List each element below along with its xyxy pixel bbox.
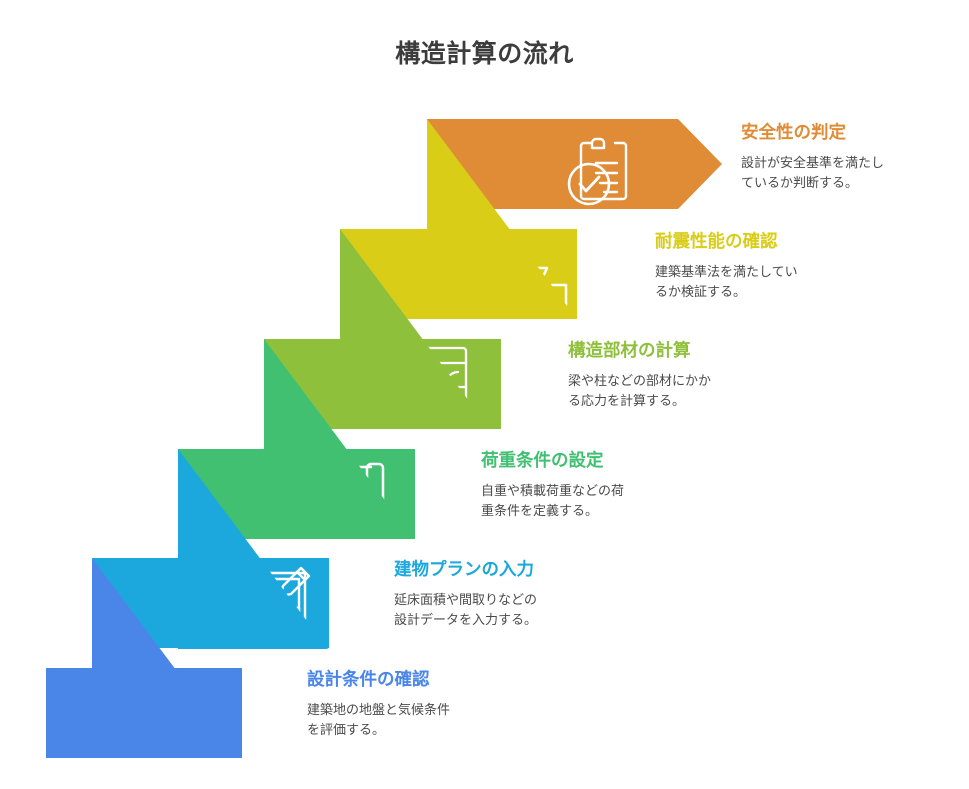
step-description-2: 延床面積や間取りなどの 設計データを入力する。 bbox=[394, 590, 644, 630]
step-heading-6: 安全性の判定 bbox=[741, 122, 846, 142]
step-description-6: 設計が安全基準を満たし ているか判断する。 bbox=[741, 153, 969, 193]
step-shape-2[interactable] bbox=[92, 558, 329, 758]
step-shape-5[interactable] bbox=[340, 229, 577, 429]
step-description-1-line1: 建築地の地盤と気候条件 bbox=[307, 701, 451, 717]
step-description-2-line2: 設計データを入力する。 bbox=[394, 611, 538, 627]
step-description-4: 梁や柱などの部材にかか る応力を計算する。 bbox=[568, 371, 818, 411]
step-heading-1: 設計条件の確認 bbox=[307, 669, 430, 689]
engineer-document-icon bbox=[316, 462, 385, 520]
step-description-5: 建築基準法を満たしてい るか検証する。 bbox=[655, 262, 905, 302]
step-description-3-line2: 重条件を定義する。 bbox=[481, 502, 599, 518]
step-description-4-line1: 梁や柱などの部材にかか bbox=[568, 372, 712, 388]
step-text-6: 安全性の判定 設計が安全基準を満たし ているか判断する。 bbox=[741, 122, 969, 192]
step-description-5-line1: 建築基準法を満たしてい bbox=[655, 263, 798, 279]
step-text-3: 荷重条件の設定 自重や積載荷重などの荷 重条件を定義する。 bbox=[481, 450, 731, 520]
step-description-6-line1: 設計が安全基準を満たし bbox=[741, 154, 885, 170]
step-description-1-line2: を評価する。 bbox=[307, 721, 386, 737]
engineer-magnifier-icon bbox=[102, 670, 186, 749]
blueprint-pencil-icon bbox=[245, 566, 311, 623]
step-description-3-line1: 自重や積載荷重などの荷 bbox=[481, 482, 625, 498]
step-heading-4: 構造部材の計算 bbox=[568, 340, 691, 360]
page-title: 構造計算の流れ bbox=[395, 40, 574, 68]
step-heading-3: 荷重条件の設定 bbox=[481, 450, 604, 470]
step-heading-5: 耐震性能の確認 bbox=[655, 231, 778, 251]
clipboard-check-icon bbox=[567, 137, 628, 206]
step-description-2-line1: 延床面積や間取りなどの bbox=[394, 591, 538, 607]
step-heading-2: 建物プランの入力 bbox=[394, 559, 534, 579]
step-text-2: 建物プランの入力 延床面積や間取りなどの 設計データを入力する。 bbox=[394, 559, 644, 629]
house-earthquake-icon bbox=[468, 242, 568, 312]
step-text-4: 構造部材の計算 梁や柱などの部材にかか る応力を計算する。 bbox=[568, 340, 818, 410]
step-description-3: 自重や積載荷重などの荷 重条件を定義する。 bbox=[481, 481, 731, 521]
step-description-5-line2: るか検証する。 bbox=[655, 283, 747, 299]
step-description-4-line2: る応力を計算する。 bbox=[568, 392, 686, 408]
chart-window-icon bbox=[402, 346, 468, 412]
step-shape-3[interactable] bbox=[178, 449, 415, 649]
step-text-5: 耐震性能の確認 建築基準法を満たしてい るか検証する。 bbox=[655, 231, 905, 301]
step-text-1: 設計条件の確認 建築地の地盤と気候条件 を評価する。 bbox=[307, 669, 557, 739]
step-shape-1[interactable] bbox=[46, 668, 242, 758]
step-description-1: 建築地の地盤と気候条件 を評価する。 bbox=[307, 700, 557, 740]
step-shape-4[interactable] bbox=[264, 339, 501, 539]
step-description-6-line2: ているか判断する。 bbox=[741, 174, 859, 190]
